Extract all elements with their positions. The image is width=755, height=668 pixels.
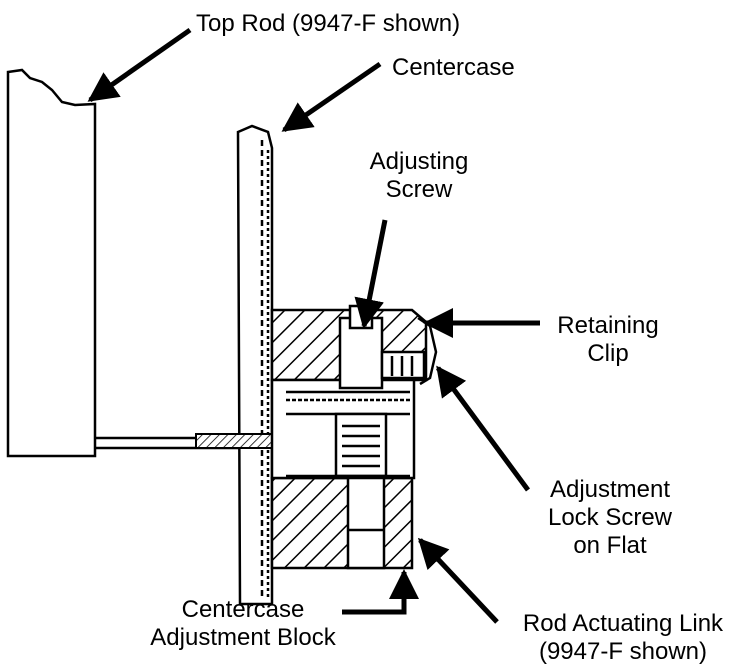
adjustment-lock-screw-label: Adjustment Lock Screw on Flat [547, 476, 673, 559]
retaining-clip-label: Retaining Clip [557, 312, 659, 367]
top-rod-label: Top Rod (9947-F shown) [196, 10, 461, 37]
adjusting-screw-label: Adjusting Screw [369, 148, 469, 203]
leader-arrows [87, 27, 540, 624]
centercase-label: Centercase [392, 54, 515, 81]
adjustment-block-leader [342, 569, 419, 615]
adjustment-block-part [270, 304, 438, 570]
centercase-part [236, 124, 274, 606]
lock-screw-leader [435, 365, 531, 492]
adjusting-screw-leader [354, 219, 388, 329]
rod-link-leader [417, 537, 499, 624]
top-rod-part [6, 68, 240, 458]
centercase-adjustment-block-label: Centercase Adjustment Block [150, 596, 336, 651]
rod-actuating-link-label: Rod Actuating Link (9947-F shown) [522, 610, 724, 665]
centercase-leader [281, 61, 382, 133]
top-rod-leader [87, 27, 192, 103]
